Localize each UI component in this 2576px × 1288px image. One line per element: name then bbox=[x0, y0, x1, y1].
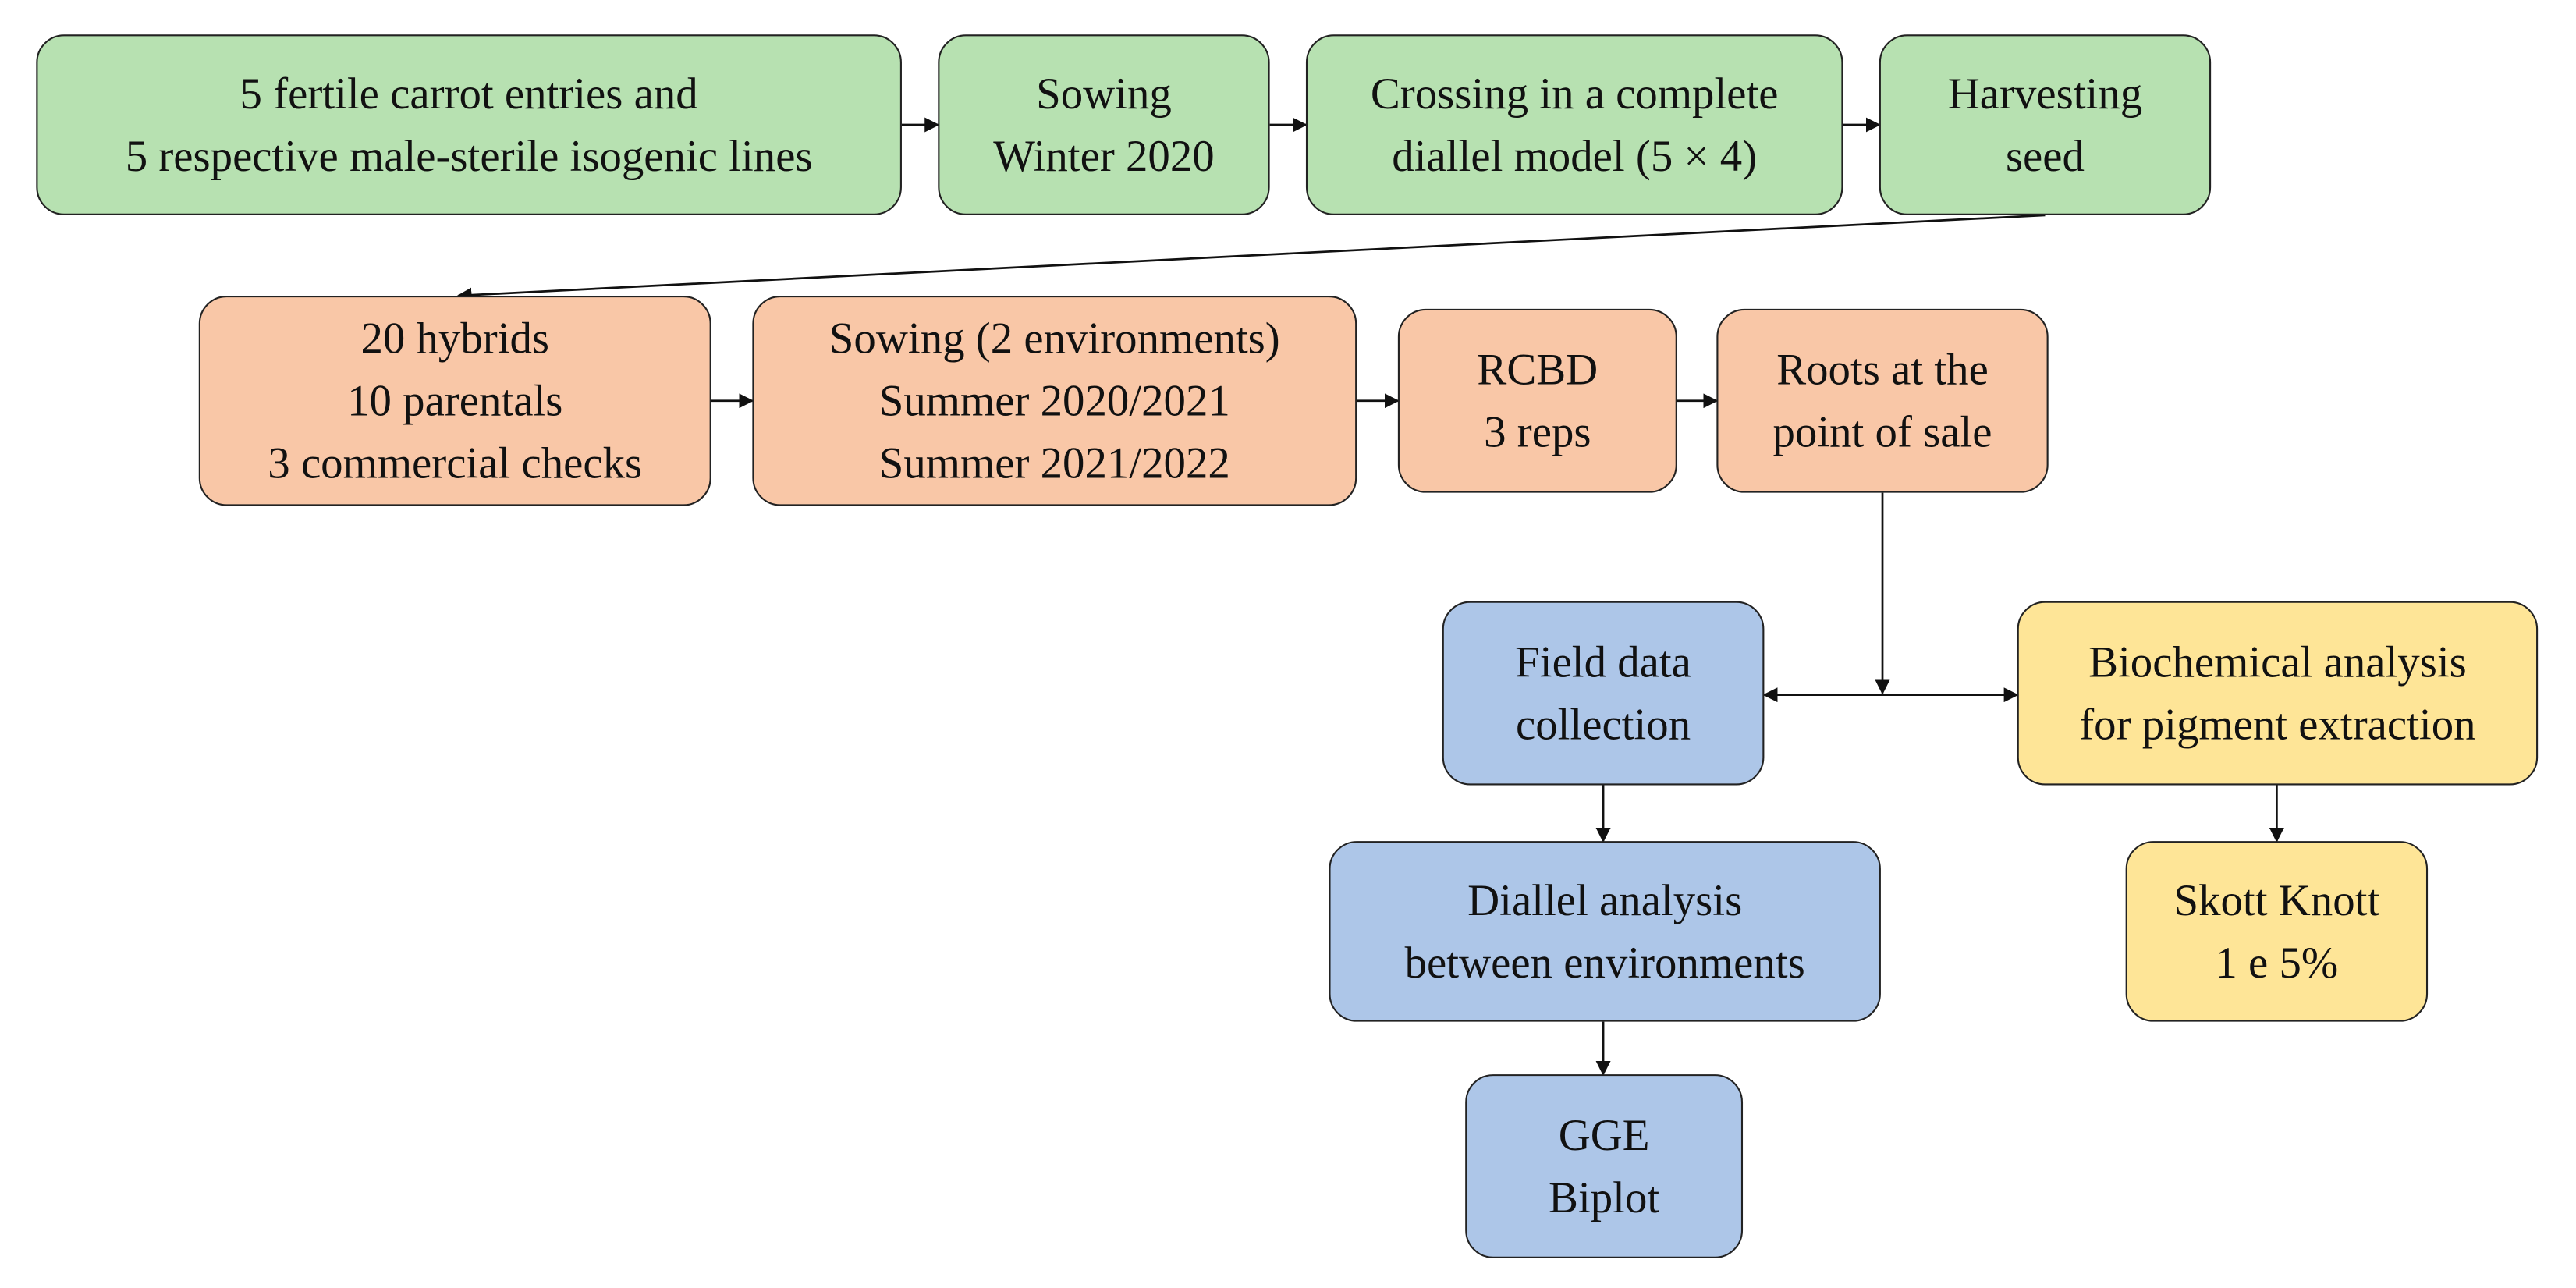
node-diallel: Diallel analysis between environments bbox=[1329, 841, 1881, 1022]
node-biochemical-line-1: Biochemical analysis bbox=[2088, 637, 2467, 687]
node-gge-biplot-line-1: GGE bbox=[1558, 1110, 1650, 1160]
node-rcbd-line-1: RCBD bbox=[1477, 345, 1598, 395]
node-roots-line-2: point of sale bbox=[1772, 407, 1992, 457]
node-carrot-entries-line-1: 5 fertile carrot entries and bbox=[240, 69, 698, 119]
node-diallel-line-1: Diallel analysis bbox=[1467, 875, 1743, 925]
node-carrot-entries-line-2: 5 respective male-sterile isogenic lines bbox=[125, 131, 813, 181]
node-rcbd: RCBD 3 reps bbox=[1397, 308, 1677, 493]
node-hybrids-line-1: 20 hybrids bbox=[360, 314, 550, 364]
node-sowing-winter-line-1: Sowing bbox=[1036, 69, 1172, 119]
node-hybrids-line-3: 3 commercial checks bbox=[268, 438, 643, 488]
node-harvesting-line-2: seed bbox=[2005, 131, 2085, 181]
node-hybrids: 20 hybrids 10 parentals 3 commercial che… bbox=[198, 296, 711, 506]
node-skott-knott: Skott Knott 1 e 5% bbox=[2125, 841, 2429, 1022]
node-sowing-summer-line-3: Summer 2021/2022 bbox=[878, 438, 1230, 488]
node-harvesting: Harvesting seed bbox=[1879, 34, 2212, 215]
node-sowing-summer-line-1: Sowing (2 environments) bbox=[829, 314, 1280, 364]
node-sowing-summer: Sowing (2 environments) Summer 2020/2021… bbox=[752, 296, 1357, 506]
node-sowing-summer-line-2: Summer 2020/2021 bbox=[878, 376, 1230, 426]
node-field-data-line-2: collection bbox=[1515, 699, 1691, 750]
node-rcbd-line-2: 3 reps bbox=[1484, 407, 1591, 457]
node-skott-knott-line-1: Skott Knott bbox=[2173, 875, 2380, 925]
node-skott-knott-line-2: 1 e 5% bbox=[2215, 938, 2339, 988]
node-sowing-winter-line-2: Winter 2020 bbox=[993, 131, 1215, 181]
node-hybrids-line-2: 10 parentals bbox=[347, 376, 563, 426]
node-gge-biplot: GGE Biplot bbox=[1465, 1074, 1744, 1258]
node-biochemical-line-2: for pigment extraction bbox=[2079, 699, 2476, 750]
arrow-harvesting-to-hybrids bbox=[456, 214, 2046, 303]
node-biochemical: Biochemical analysis for pigment extract… bbox=[2017, 601, 2539, 786]
node-diallel-line-2: between environments bbox=[1404, 938, 1805, 988]
node-field-data-line-1: Field data bbox=[1515, 637, 1691, 687]
node-crossing-line-1: Crossing in a complete bbox=[1370, 69, 1779, 119]
node-crossing-line-2: diallel model (5 × 4) bbox=[1392, 131, 1758, 181]
node-roots: Roots at the point of sale bbox=[1716, 308, 2049, 493]
node-roots-line-1: Roots at the bbox=[1776, 345, 1989, 395]
node-gge-biplot-line-2: Biplot bbox=[1549, 1173, 1660, 1222]
node-carrot-entries: 5 fertile carrot entries and 5 respectiv… bbox=[36, 34, 902, 215]
node-crossing: Crossing in a complete diallel model (5 … bbox=[1305, 34, 1843, 215]
node-sowing-winter: Sowing Winter 2020 bbox=[938, 34, 1270, 215]
node-field-data: Field data collection bbox=[1442, 601, 1765, 786]
node-harvesting-line-1: Harvesting bbox=[1947, 69, 2143, 119]
